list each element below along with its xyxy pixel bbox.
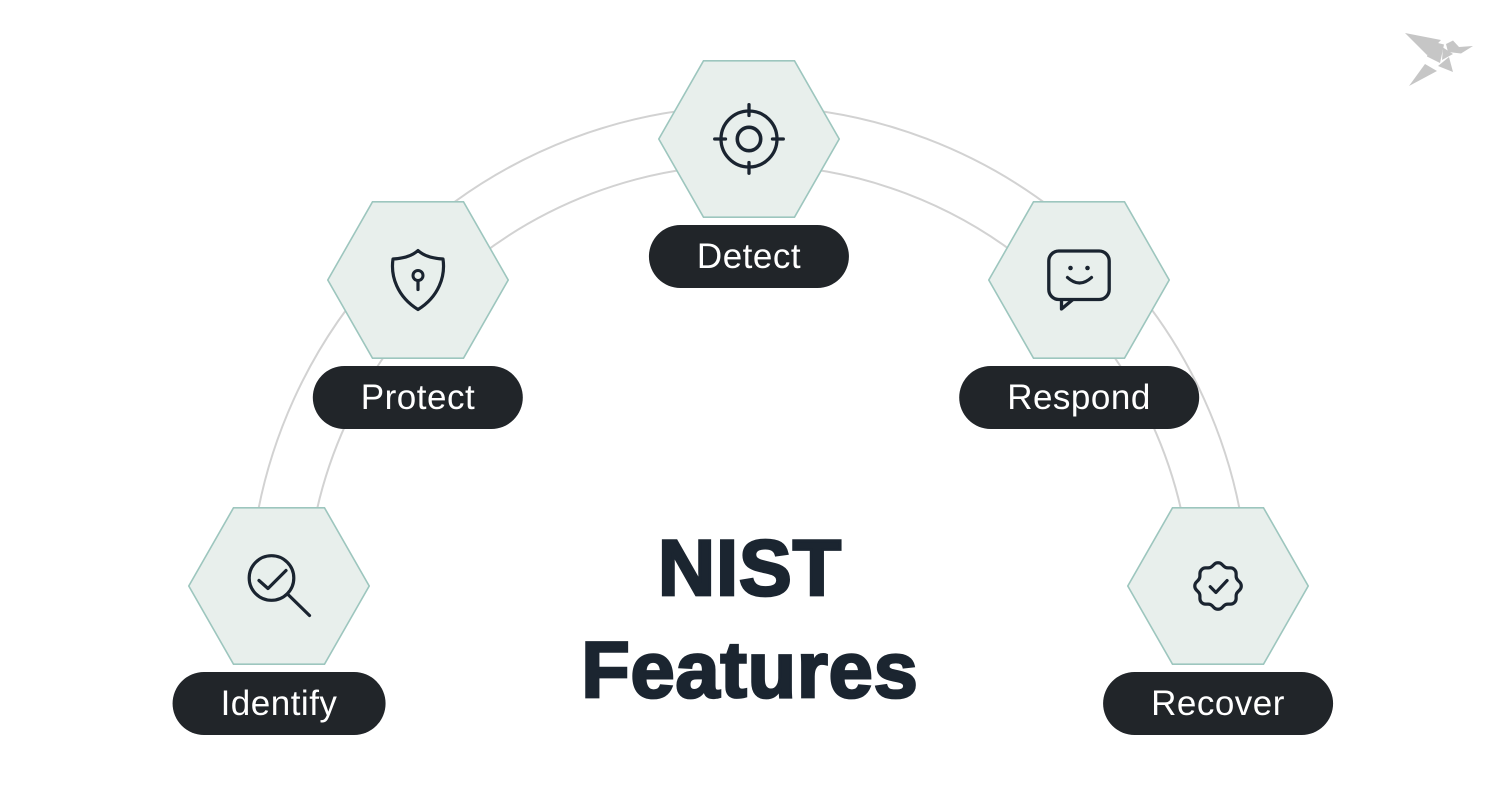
hexagon-shape (658, 60, 840, 218)
node-protect: Protect (312, 201, 524, 429)
crosshair-target-icon (713, 103, 785, 175)
label-pill-protect: Protect (312, 366, 524, 429)
origami-bird-logo (1405, 33, 1473, 86)
hexagon-shape (988, 201, 1170, 359)
node-recover: Recover (1103, 507, 1333, 735)
title-line-2: Features (580, 624, 919, 716)
node-respond: Respond (959, 201, 1199, 429)
badge-check-icon (1193, 561, 1243, 611)
node-label: Identify (220, 683, 338, 723)
node-identify: Identify (172, 507, 386, 735)
shield-keyhole-icon (390, 248, 446, 312)
hexagon-shape (1127, 507, 1309, 665)
magnifier-check-icon (247, 554, 312, 618)
node-label: Detect (696, 236, 802, 276)
node-detect: Detect (648, 60, 850, 288)
chat-smile-icon (1047, 249, 1111, 311)
label-pill-respond: Respond (959, 366, 1199, 429)
node-label: Protect (360, 377, 476, 417)
label-pill-detect: Detect (648, 225, 850, 288)
title-line-1: NIST (657, 522, 843, 614)
node-label: Respond (1007, 377, 1151, 417)
label-pill-identify: Identify (172, 672, 386, 735)
node-label: Recover (1151, 683, 1285, 723)
label-pill-recover: Recover (1103, 672, 1333, 735)
diagram-title: NIST Features (0, 517, 1500, 721)
hexagon-shape (188, 507, 370, 665)
